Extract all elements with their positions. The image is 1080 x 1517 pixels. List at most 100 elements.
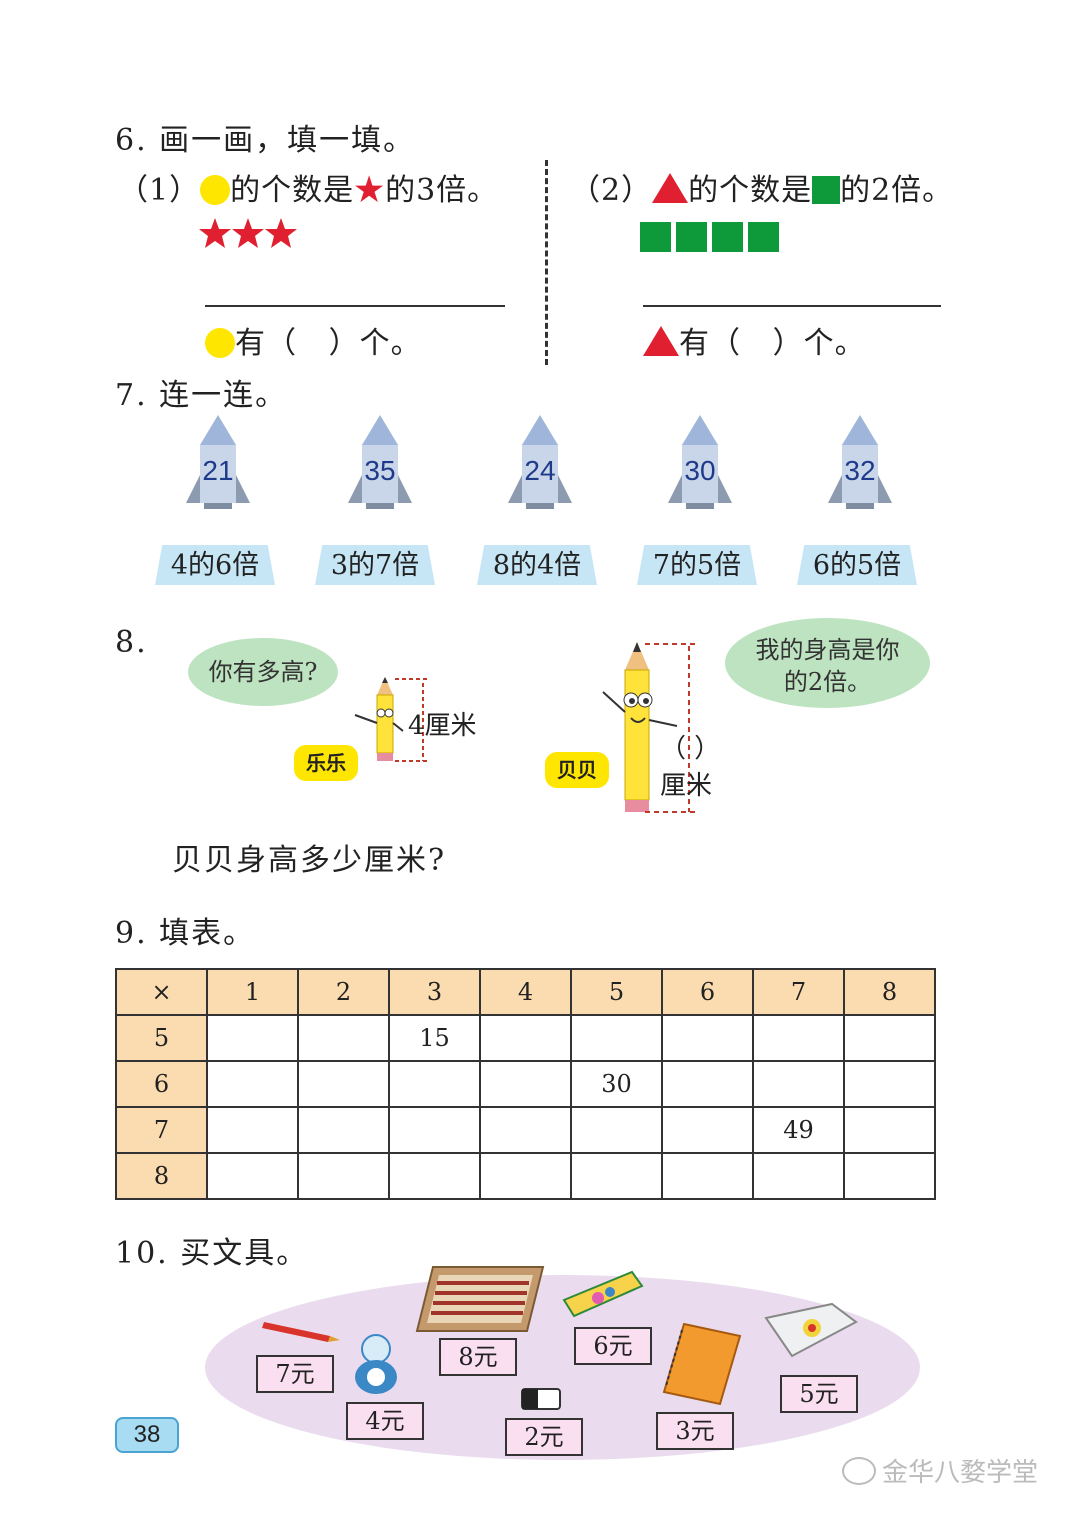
price-tag-toy: 4元 <box>346 1402 424 1440</box>
rocket-3[interactable]: 24 <box>500 415 580 519</box>
rocket-icon <box>508 415 572 509</box>
page-number: 38 <box>115 1417 179 1453</box>
table-cell[interactable] <box>388 1060 481 1108</box>
table-cell[interactable] <box>570 1014 663 1062</box>
eraser-icon <box>521 1388 561 1410</box>
table-header-cell: × <box>115 968 208 1016</box>
table-cell[interactable] <box>661 1152 754 1200</box>
table-cell[interactable] <box>479 1060 572 1108</box>
tall-pencil-icon <box>602 642 695 813</box>
price-tag-box: 5元 <box>780 1375 858 1413</box>
name-tag-beibei: 贝贝 <box>545 752 609 788</box>
chat-bubble-icon <box>842 1457 876 1485</box>
star-1 <box>199 218 231 248</box>
rocket-4[interactable]: 30 <box>660 415 740 519</box>
drawing-line-2 <box>643 305 941 307</box>
q8-number: 8. <box>115 625 148 660</box>
row-header-cell: 6 <box>115 1060 208 1108</box>
toy-item <box>352 1333 400 1399</box>
price-tag-brushes: 8元 <box>439 1338 517 1376</box>
price-tag-notebook: 3元 <box>656 1412 734 1450</box>
multiplication-table: × 1 2 3 4 5 6 7 8 5 15 6 30 7 <box>115 968 936 1200</box>
brush-box-icon <box>415 1266 545 1332</box>
q8-question: 贝贝身高多少厘米? <box>172 843 447 878</box>
table-cell[interactable] <box>388 1106 481 1154</box>
red-stars-row <box>198 215 303 259</box>
rocket-2[interactable]: 35 <box>340 415 420 519</box>
height-blank-beibei[interactable]: （ ） <box>660 734 721 764</box>
table-row: 7 49 <box>115 1106 936 1154</box>
table-cell[interactable] <box>843 1106 936 1154</box>
table-cell[interactable] <box>661 1060 754 1108</box>
match-label-5[interactable]: 6的5倍 <box>797 545 917 585</box>
divider <box>545 160 548 365</box>
rocket-5[interactable]: 32 <box>820 415 900 519</box>
table-cell[interactable] <box>206 1060 299 1108</box>
notebook-item <box>662 1322 742 1410</box>
rocket-number: 32 <box>844 455 876 486</box>
match-label-2[interactable]: 3的7倍 <box>315 545 435 585</box>
green-squares-row <box>640 222 780 258</box>
match-label-4[interactable]: 7的5倍 <box>637 545 757 585</box>
star-3 <box>265 218 297 248</box>
square-1 <box>640 222 671 252</box>
table-cell[interactable] <box>206 1152 299 1200</box>
notebook-icon <box>662 1322 742 1406</box>
table-cell: 49 <box>752 1106 845 1154</box>
rocket-number: 30 <box>684 455 716 486</box>
table-cell[interactable] <box>479 1106 572 1154</box>
table-cell[interactable] <box>752 1152 845 1200</box>
table-cell[interactable] <box>843 1060 936 1108</box>
table-cell[interactable] <box>479 1014 572 1062</box>
q6-part2-prompt: （2）的个数是的2倍。 <box>570 173 954 208</box>
table-cell[interactable] <box>297 1106 390 1154</box>
table-cell[interactable] <box>752 1060 845 1108</box>
match-label-3[interactable]: 8的4倍 <box>477 545 597 585</box>
table-cell[interactable] <box>206 1106 299 1154</box>
speech-bubble-beibei: 我的身高是你的2倍。 <box>725 618 930 708</box>
table-header-cell: 8 <box>843 968 936 1016</box>
match-label-1[interactable]: 4的6倍 <box>155 545 275 585</box>
q6-part1-prompt: （1）的个数是★的3倍。 <box>118 173 499 208</box>
rocket-number: 21 <box>202 455 234 486</box>
row-header-cell: 5 <box>115 1014 208 1062</box>
red-triangle-icon <box>643 326 679 356</box>
table-cell[interactable] <box>843 1014 936 1062</box>
table-cell[interactable] <box>297 1060 390 1108</box>
price-tag-eraser: 2元 <box>505 1418 583 1456</box>
brush-box-item <box>415 1265 545 1337</box>
pencil-case-item <box>562 1270 644 1322</box>
table-header-cell: 3 <box>388 968 481 1016</box>
table-header-cell: 7 <box>752 968 845 1016</box>
table-row: 8 <box>115 1152 936 1200</box>
table-cell[interactable] <box>388 1152 481 1200</box>
table-cell[interactable] <box>843 1152 936 1200</box>
tumbler-toy-icon <box>355 1334 397 1394</box>
table-cell[interactable] <box>752 1014 845 1062</box>
square-4 <box>748 222 779 252</box>
rocket-icon <box>186 415 250 509</box>
table-cell[interactable] <box>206 1014 299 1062</box>
pencil-case-icon <box>562 1270 644 1318</box>
rocket-icon <box>668 415 732 509</box>
table-cell[interactable] <box>570 1152 663 1200</box>
price-tag-pen: 7元 <box>256 1355 334 1393</box>
table-cell[interactable] <box>297 1014 390 1062</box>
rocket-1[interactable]: 21 <box>178 415 258 519</box>
drawing-line-1 <box>205 305 505 307</box>
table-cell[interactable] <box>570 1106 663 1154</box>
table-cell[interactable] <box>479 1152 572 1200</box>
height-unit-beibei: 厘米 <box>660 771 713 801</box>
eraser-item <box>520 1385 562 1417</box>
table-cell[interactable] <box>661 1014 754 1062</box>
row-header-cell: 7 <box>115 1106 208 1154</box>
q7-title: 7. 连一连。 <box>115 378 288 413</box>
q6-title: 6. 画一画，填一填。 <box>115 123 416 158</box>
table-cell[interactable] <box>297 1152 390 1200</box>
table-cell[interactable] <box>661 1106 754 1154</box>
table-row: 6 30 <box>115 1060 936 1108</box>
table-header-cell: 2 <box>297 968 390 1016</box>
table-header-cell: 6 <box>661 968 754 1016</box>
row-header-cell: 8 <box>115 1152 208 1200</box>
table-header-cell: 4 <box>479 968 572 1016</box>
